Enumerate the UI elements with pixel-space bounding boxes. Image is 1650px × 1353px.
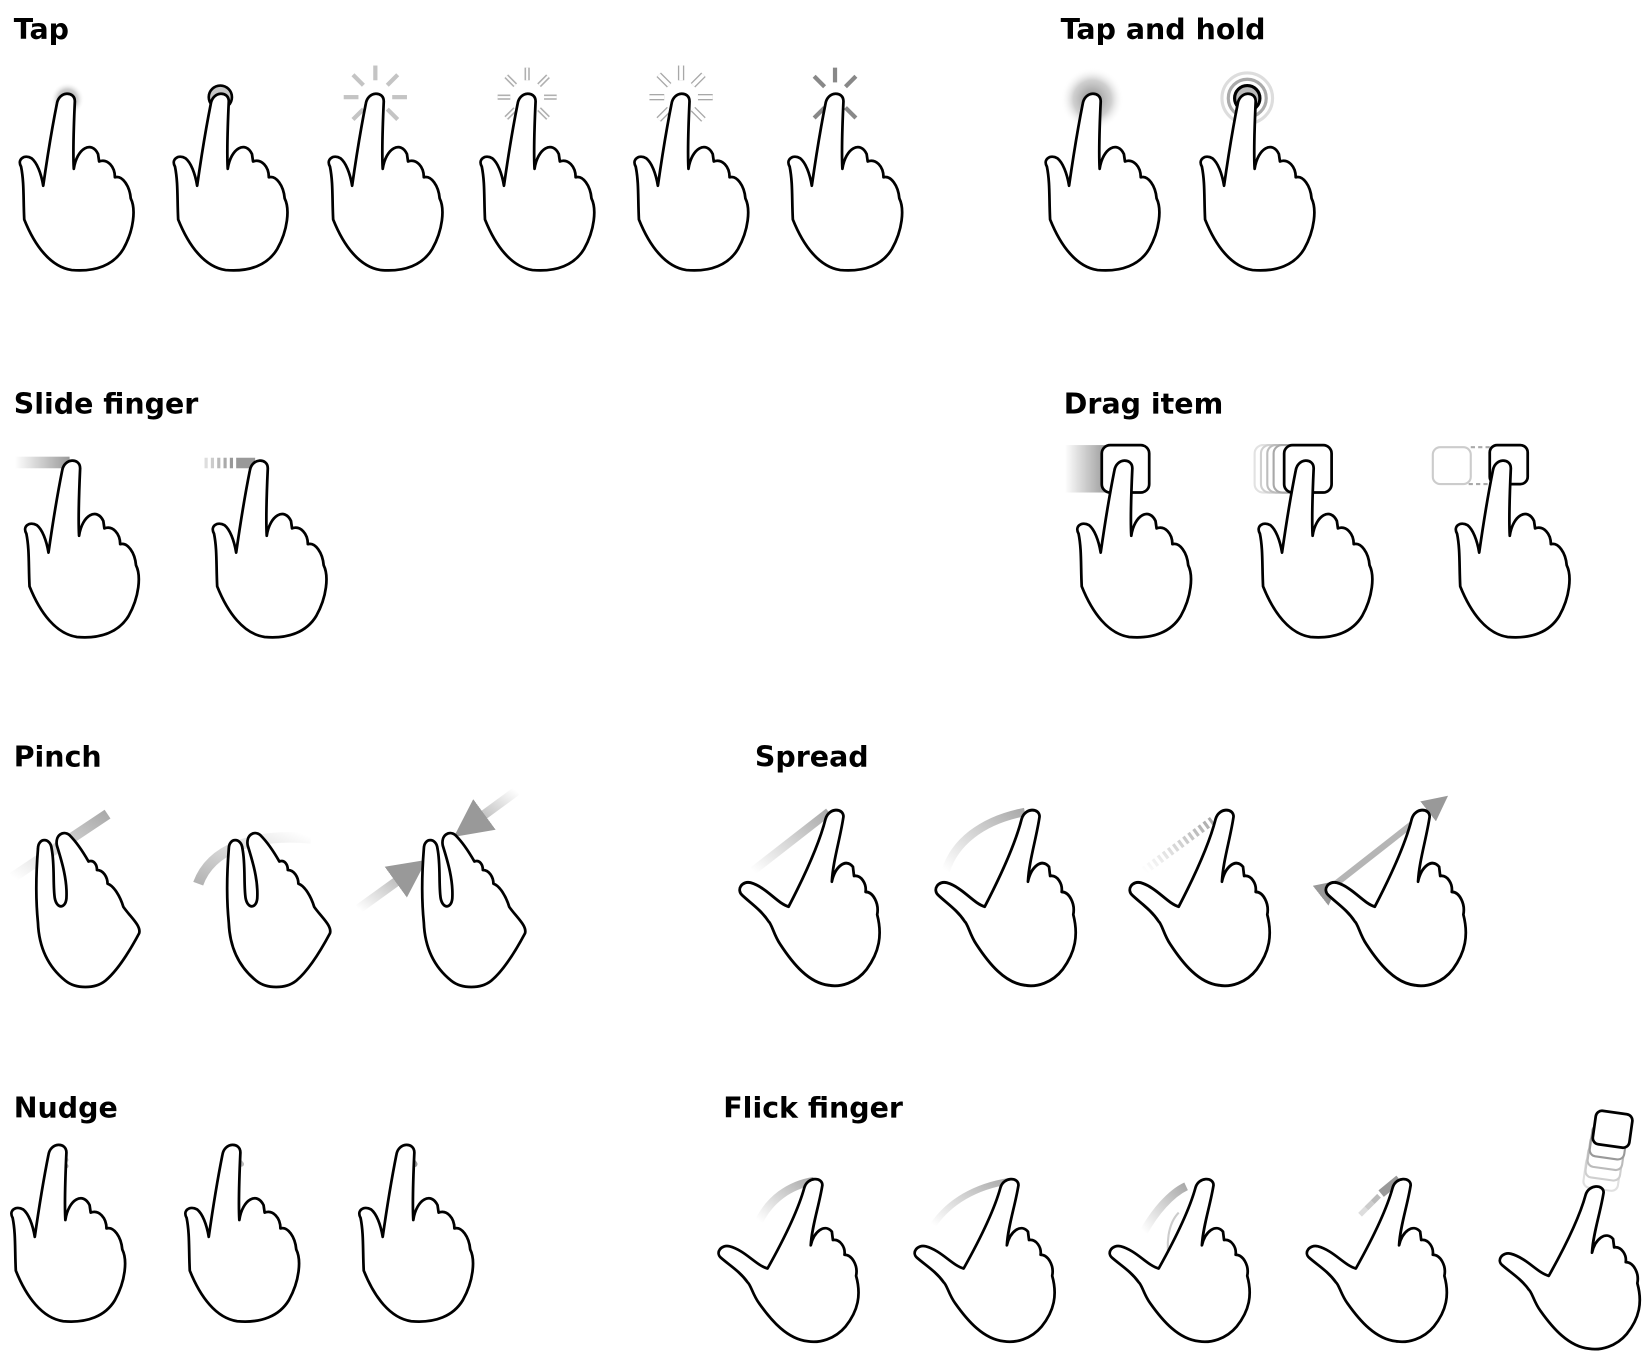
pinch-hand-icon <box>420 831 527 989</box>
tap-ray-icon <box>843 74 858 89</box>
tap-ray-icon <box>505 108 516 119</box>
tap-ray-icon <box>351 107 365 122</box>
section-title-pinch: Pinch <box>14 741 102 774</box>
flick-finger-hand-icon <box>913 1177 1057 1344</box>
pinch-arrow-in-icon <box>355 859 427 913</box>
tap-ray-icon <box>385 73 400 87</box>
flick-finger-hand-icon <box>1305 1177 1449 1344</box>
drag-item-hand-icon <box>1454 459 1571 639</box>
tap-ray-icon <box>505 75 516 86</box>
tap-hand-icon <box>327 92 444 272</box>
tap-ray-icon <box>812 74 827 89</box>
spread-arc-trail-icon <box>941 807 1026 873</box>
slide-finger-hand-icon <box>211 459 328 639</box>
tap-rays <box>343 65 858 129</box>
section-title-nudge: Nudge <box>14 1092 118 1125</box>
section-title-tap: Tap <box>14 13 69 46</box>
pinch-hand-icon <box>225 831 332 989</box>
pinch-hand-icon <box>35 831 141 989</box>
spread-hand-icon <box>934 808 1078 988</box>
hands <box>10 92 1642 1351</box>
tap-hand-icon <box>172 92 289 272</box>
slide-finger-hand-icon <box>23 459 141 639</box>
nudge-hand-icon <box>184 1143 301 1323</box>
spread-hand-icon <box>1128 808 1272 988</box>
nudge-hand-icon <box>357 1143 475 1323</box>
flick-finger-hand-icon <box>717 1177 860 1344</box>
tap-hand-icon <box>479 92 596 272</box>
drag-item-move-icon <box>1431 443 1530 486</box>
tap-ray-icon <box>351 73 365 87</box>
tap-ray-icon <box>657 107 671 121</box>
flick-finger-hand-icon <box>1498 1185 1642 1351</box>
section-title-flick-finger: Flick finger <box>723 1092 903 1125</box>
tap-ray-icon <box>538 108 549 119</box>
flick-item-icon <box>1582 1109 1634 1192</box>
tap-hand-icon <box>787 92 904 272</box>
section-title-slide-finger: Slide finger <box>14 387 199 420</box>
section-title-drag-item: Drag item <box>1064 387 1223 420</box>
slide-trail-icon <box>14 456 70 469</box>
tap-ray-icon <box>843 106 858 120</box>
flick-arc-trail-icon <box>930 1177 1011 1228</box>
drag-trail-icon <box>1064 445 1108 493</box>
tap-ray-icon <box>812 106 827 120</box>
flick-finger-hand-icon <box>1108 1177 1252 1344</box>
tap-ray-icon <box>691 107 705 121</box>
tap-hand-icon <box>18 92 135 272</box>
spread-hand-icon <box>738 808 882 988</box>
spread-trail-icon <box>750 808 832 875</box>
slide-dashed-trail-icon <box>204 457 256 469</box>
tap-ray-icon <box>385 107 400 122</box>
pinch-arrow-in-icon <box>453 787 520 837</box>
tap-hand-icon <box>633 92 750 272</box>
spread-dashed-trail-icon <box>1141 817 1215 875</box>
tap-ray-icon <box>657 73 671 87</box>
nudge-hand-icon <box>10 1143 127 1323</box>
tap-ray-icon <box>538 75 549 86</box>
section-title-spread: Spread <box>755 741 869 774</box>
section-title-tap-and-hold: Tap and hold <box>1061 13 1266 46</box>
tap-ray-icon <box>691 73 705 87</box>
